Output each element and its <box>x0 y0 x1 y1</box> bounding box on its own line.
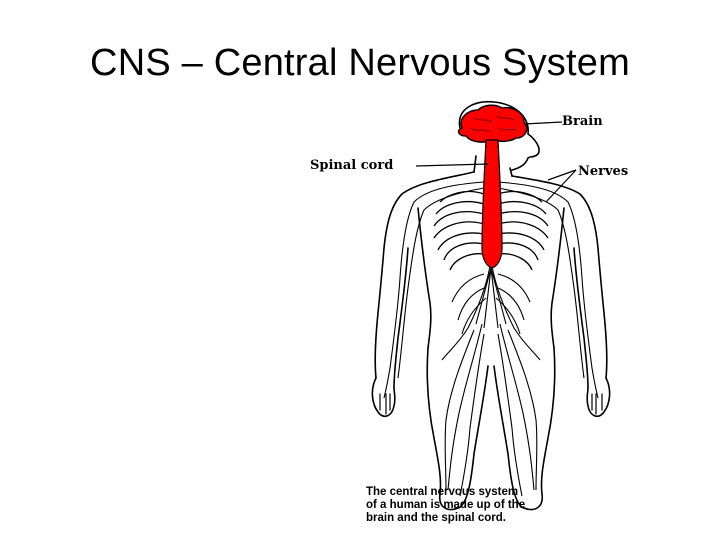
spinal-cord-label: Spinal cord <box>310 158 394 173</box>
caption-line: of a human is made up of the <box>366 499 526 511</box>
slide-title: CNS – Central Nervous System <box>90 42 630 84</box>
rib-lines <box>433 190 549 271</box>
brain-label: Brain <box>562 114 603 129</box>
label-leader-lines <box>415 121 577 203</box>
peripheral-nerves <box>383 181 599 497</box>
body-outline <box>371 100 611 511</box>
central-nervous-system <box>457 104 528 269</box>
nerves-label: Nerves <box>578 164 629 179</box>
nervous-system-diagram: Brain Spinal cord Nerves The central ner… <box>298 98 654 530</box>
caption-line: brain and the spinal cord. <box>366 512 506 524</box>
brain-shape <box>457 104 528 143</box>
caption-line: The central nervous system <box>366 486 519 498</box>
diagram-caption: The central nervous system of a human is… <box>366 486 646 525</box>
human-body-illustration <box>371 100 611 511</box>
spinal-cord-shape <box>481 139 503 269</box>
